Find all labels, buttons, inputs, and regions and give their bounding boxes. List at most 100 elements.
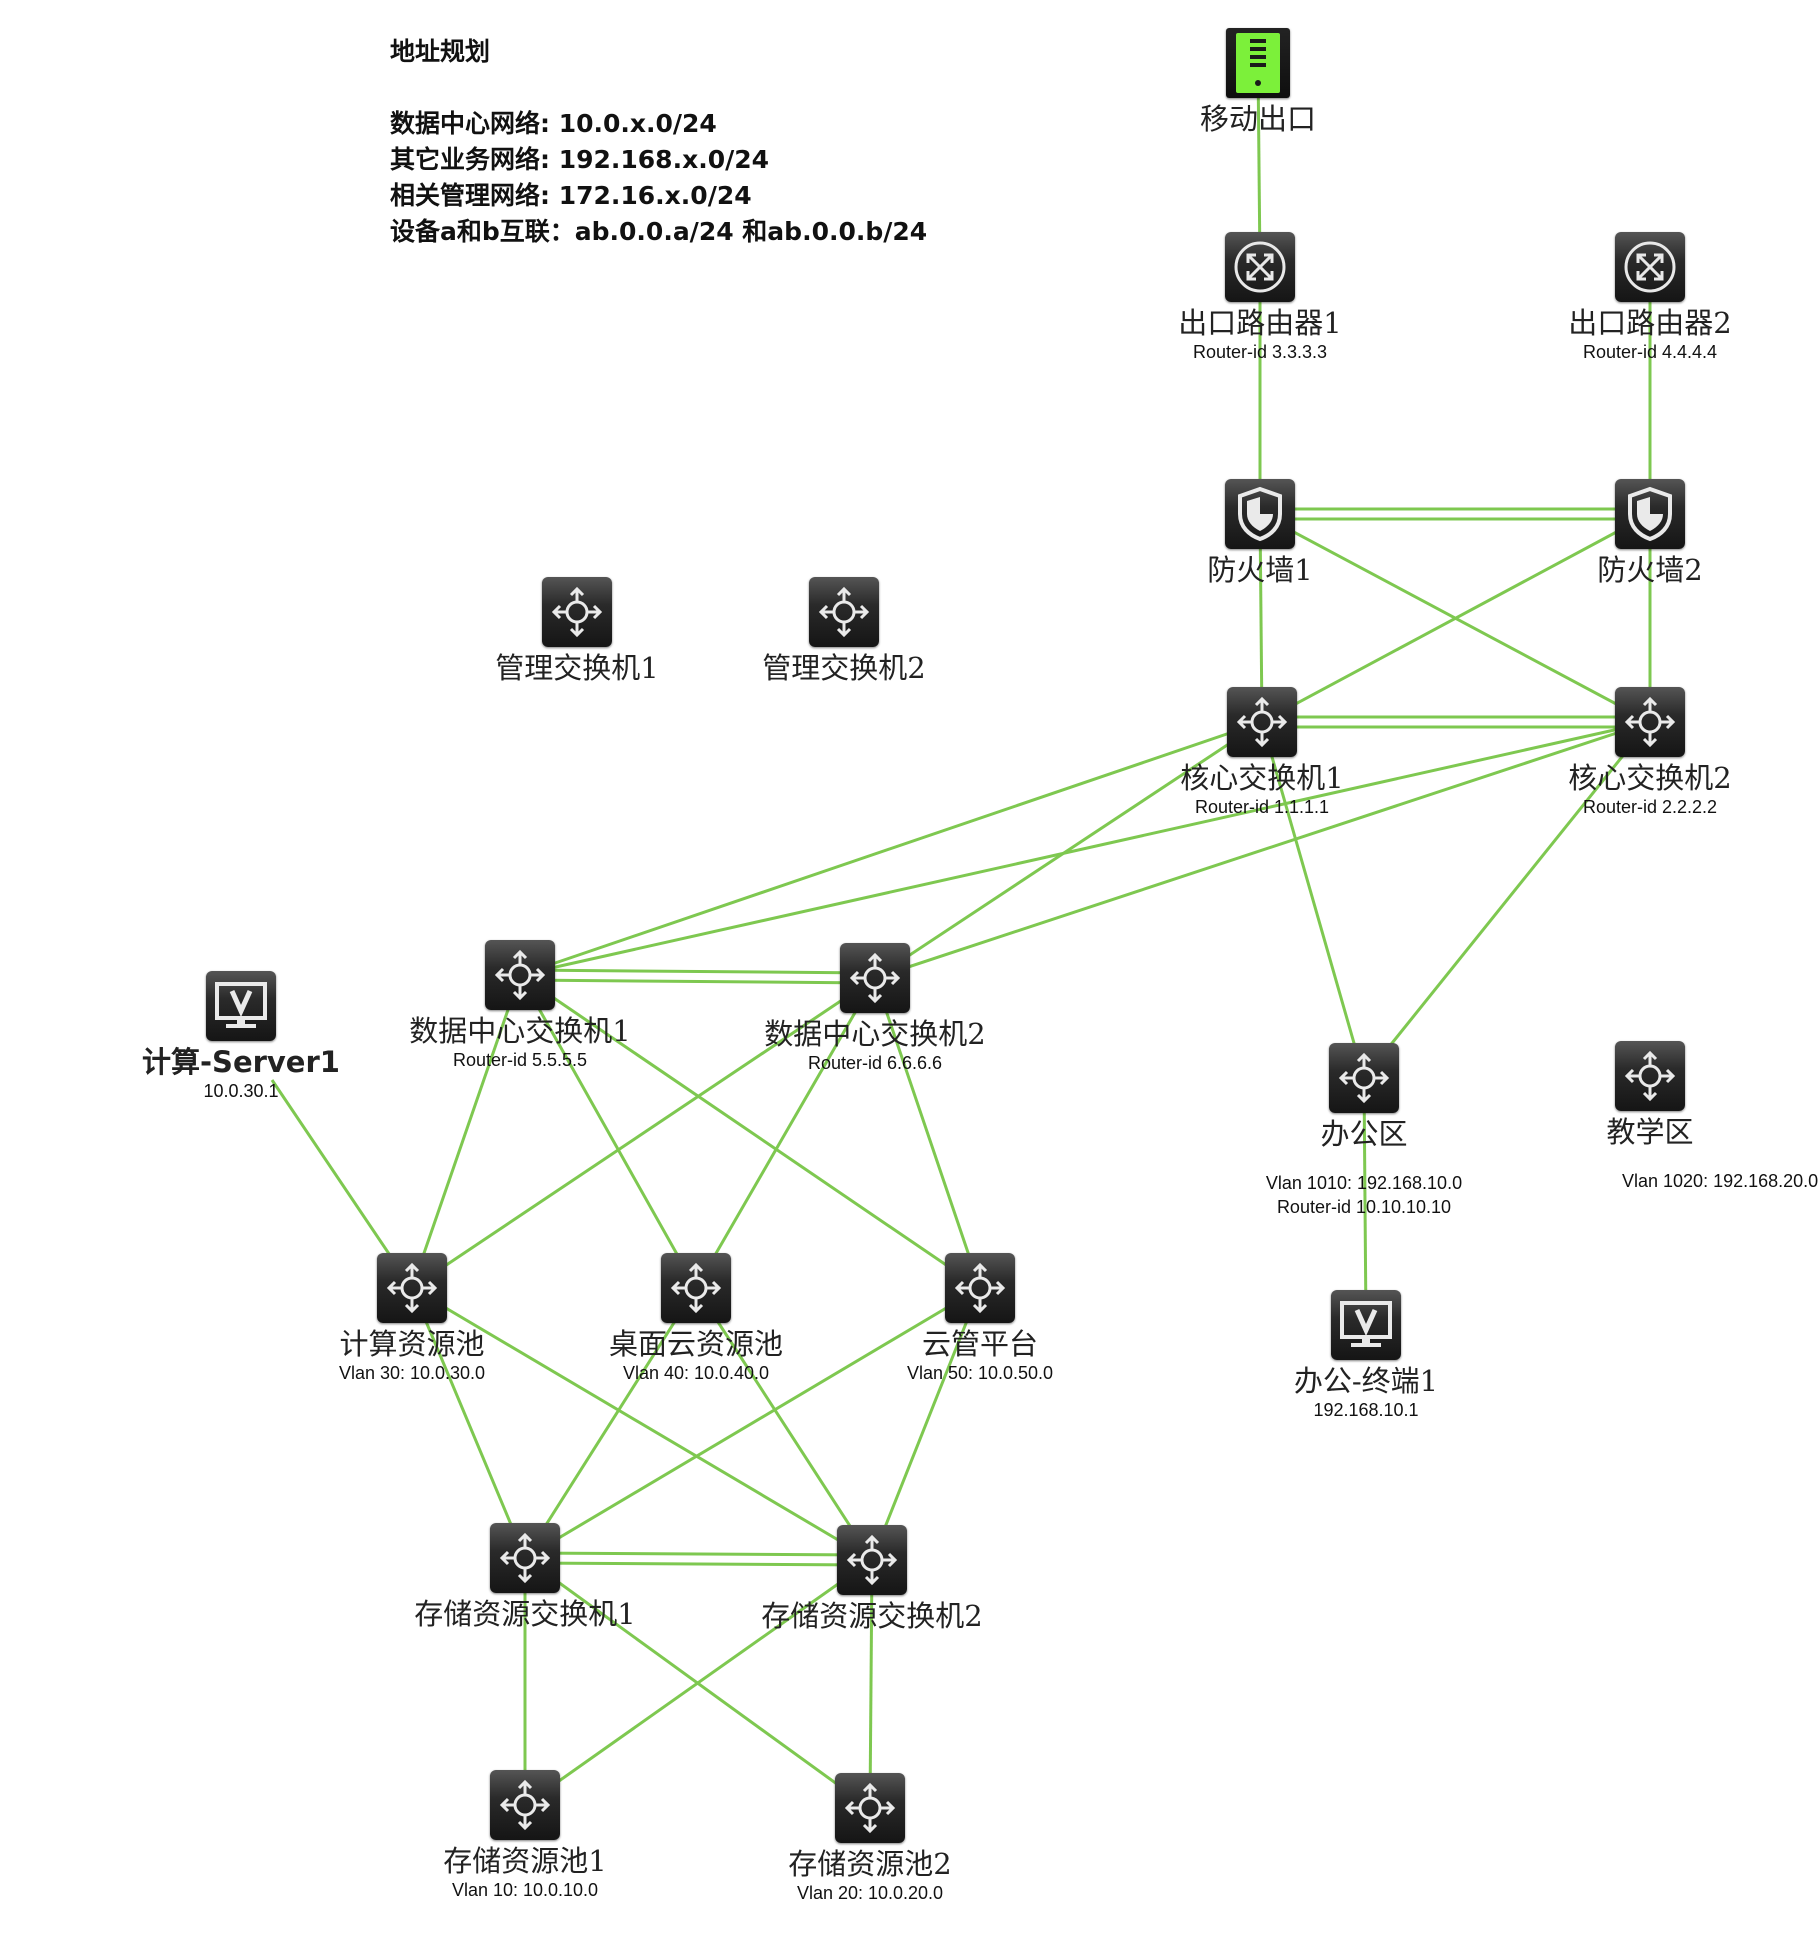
node-router-id: Router-id 6.6.6.6: [807, 1053, 943, 1073]
link-dc2-compute: [411, 976, 876, 1290]
node-name: 办公区: [1320, 1117, 1408, 1151]
node-vlan: Vlan 30: 10.0.30.0: [338, 1363, 486, 1383]
node-router-id: Router-id 4.4.4.4: [1582, 342, 1718, 362]
node-name: 核心交换机2: [1568, 761, 1732, 795]
node-router-id: Router-id 2.2.2.2: [1582, 797, 1718, 817]
link-storage2-pool1: [524, 1558, 873, 1807]
link-cloud-storage2: [870, 1287, 982, 1561]
server-icon: [1226, 28, 1290, 98]
node-vlan: Vlan 20: 10.0.20.0: [796, 1883, 944, 1903]
node-core-switch2[interactable]: 核心交换机2 Router-id 2.2.2.2: [1490, 687, 1810, 819]
node-name: 数据中心交换机1: [409, 1014, 631, 1048]
node-compute-server1[interactable]: 计算-Server1 10.0.30.1: [81, 971, 401, 1103]
firewall-icon: [1225, 479, 1295, 549]
node-name: 办公-终端1: [1293, 1364, 1439, 1398]
monitor-icon: [206, 971, 276, 1041]
node-name: 防火墙1: [1207, 553, 1313, 587]
node-name: 核心交换机1: [1180, 761, 1344, 795]
node-vlan: Vlan 1020: 192.168.20.0: [1622, 1171, 1818, 1191]
node-firewall1[interactable]: 防火墙1: [1100, 479, 1420, 587]
node-router-id: Router-id 10.10.10.10: [1276, 1197, 1452, 1217]
switch-icon: [661, 1253, 731, 1323]
switch-icon: [377, 1253, 447, 1323]
monitor-icon: [1331, 1290, 1401, 1360]
node-name: 云管平台: [921, 1327, 1038, 1361]
address-plan-line: 相关管理网络: 172.16.x.0/24: [390, 181, 752, 210]
node-name: 教学区: [1606, 1115, 1694, 1149]
node-storage-switch1[interactable]: 存储资源交换机1: [365, 1523, 685, 1631]
link-dc1-dc2-b: [519, 978, 876, 985]
link-office-terminal: [1362, 1077, 1368, 1326]
node-office[interactable]: 办公区 Vlan 1010: 192.168.10.0 Router-id 10…: [1204, 1043, 1524, 1219]
link-dc1-compute: [410, 974, 522, 1289]
node-vlan: Vlan 50: 10.0.50.0: [906, 1363, 1054, 1383]
node-vlan: Vlan 10: 10.0.10.0: [451, 1880, 599, 1900]
node-dc-switch2[interactable]: 数据中心交换机2 Router-id 6.6.6.6: [715, 943, 1035, 1075]
switch-icon: [945, 1253, 1015, 1323]
node-router2[interactable]: 出口路由器2 Router-id 4.4.4.4: [1490, 232, 1810, 364]
node-name: 管理交换机1: [495, 651, 659, 685]
switch-icon: [490, 1770, 560, 1840]
switch-icon: [837, 1525, 907, 1595]
link-dc1-desktop: [518, 974, 698, 1289]
link-dc1-cloud: [519, 973, 981, 1290]
node-name: 出口路由器1: [1178, 306, 1342, 340]
node-dc-switch1[interactable]: 数据中心交换机1 Router-id 5.5.5.5: [360, 940, 680, 1072]
node-name: 管理交换机2: [762, 651, 926, 685]
node-vlan: Vlan 40: 10.0.40.0: [622, 1363, 770, 1383]
node-compute-pool[interactable]: 计算资源池 Vlan 30: 10.0.30.0: [252, 1253, 572, 1385]
node-firewall2[interactable]: 防火墙2: [1490, 479, 1810, 587]
node-vlan: Vlan 1010: 192.168.10.0: [1265, 1173, 1463, 1193]
node-name: 计算-Server1: [142, 1045, 340, 1079]
node-router-id: Router-id 5.5.5.5: [452, 1050, 588, 1070]
switch-icon: [809, 577, 879, 647]
link-storage1-storage2-a: [524, 1551, 873, 1557]
switch-icon: [835, 1773, 905, 1843]
address-plan-line: 其它业务网络: 192.168.x.0/24: [390, 145, 770, 174]
node-core-switch1[interactable]: 核心交换机1 Router-id 1.1.1.1: [1102, 687, 1422, 819]
link-compute-storage1: [410, 1287, 527, 1559]
node-office-terminal1[interactable]: 办公-终端1 192.168.10.1: [1206, 1290, 1526, 1422]
link-core1-office: [1260, 721, 1366, 1079]
node-storage-pool1[interactable]: 存储资源池1 Vlan 10: 10.0.10.0: [365, 1770, 685, 1902]
link-dc1-dc2-a: [519, 968, 876, 975]
switch-icon: [840, 943, 910, 1013]
node-mobile-exit[interactable]: 移动出口: [1098, 28, 1418, 136]
node-storage-switch2[interactable]: 存储资源交换机2: [712, 1525, 1032, 1633]
link-core2-office: [1362, 721, 1652, 1079]
node-cloud-mgmt[interactable]: 云管平台 Vlan 50: 10.0.50.0: [820, 1253, 1140, 1385]
node-name: 出口路由器2: [1568, 306, 1732, 340]
node-ip: 192.168.10.1: [1313, 1400, 1419, 1420]
node-name: 存储资源交换机2: [761, 1599, 983, 1633]
node-mgmt-switch2[interactable]: 管理交换机2: [684, 577, 1004, 685]
link-desktop-storage2: [694, 1287, 874, 1561]
node-mgmt-switch1[interactable]: 管理交换机1: [417, 577, 737, 685]
node-desktop-pool[interactable]: 桌面云资源池 Vlan 40: 10.0.40.0: [536, 1253, 856, 1385]
node-teaching[interactable]: 教学区 Vlan 1020: 192.168.20.0: [1490, 1041, 1818, 1193]
link-dc2-desktop: [694, 977, 877, 1289]
link-core1-dc2: [874, 720, 1263, 980]
switch-icon: [542, 577, 612, 647]
link-dc2-cloud: [873, 977, 982, 1289]
switch-icon: [485, 940, 555, 1010]
router-icon: [1615, 232, 1685, 302]
node-ip: 10.0.30.1: [203, 1081, 279, 1101]
node-router-id: Router-id 3.3.3.3: [1192, 342, 1328, 362]
node-storage-pool2[interactable]: 存储资源池2 Vlan 20: 10.0.20.0: [710, 1773, 1030, 1905]
node-router-id: Router-id 1.1.1.1: [1194, 797, 1330, 817]
switch-icon: [1615, 687, 1685, 757]
link-storage2-pool2: [868, 1559, 874, 1809]
node-name: 存储资源池1: [443, 1844, 607, 1878]
link-storage1-storage2-b: [524, 1561, 873, 1567]
node-name: 防火墙2: [1597, 553, 1703, 587]
address-plan-line: 数据中心网络: 10.0.x.0/24: [390, 109, 717, 138]
switch-icon: [1227, 687, 1297, 757]
node-name: 数据中心交换机2: [764, 1017, 986, 1051]
firewall-icon: [1615, 479, 1685, 549]
node-router1[interactable]: 出口路由器1 Router-id 3.3.3.3: [1100, 232, 1420, 364]
address-plan-title: 地址规划: [390, 37, 491, 66]
switch-icon: [490, 1523, 560, 1593]
link-core2-dc2: [874, 720, 1651, 980]
link-core2-dc1: [519, 720, 1651, 977]
node-name: 存储资源池2: [788, 1847, 952, 1881]
